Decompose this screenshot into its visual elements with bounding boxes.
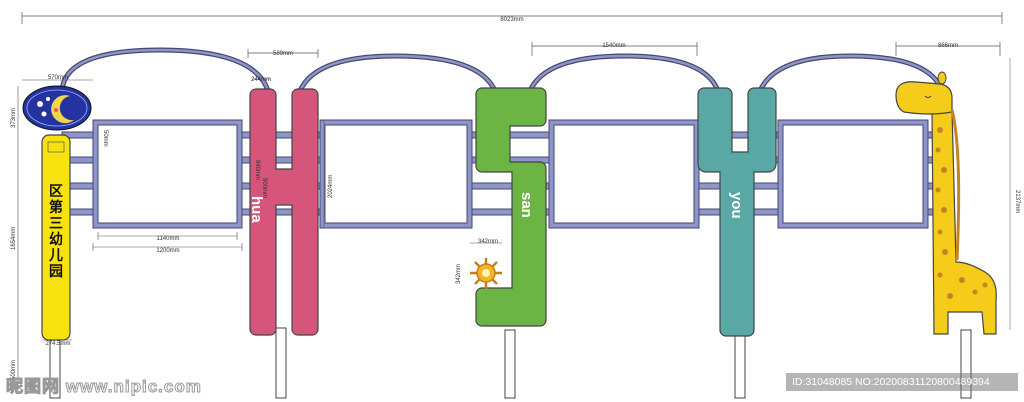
section-1540-label: 1540mm xyxy=(602,43,625,49)
letter-y-word: you xyxy=(728,192,745,219)
sun-height-label: 342mm xyxy=(456,264,462,284)
school-name-char-2: 第 xyxy=(49,199,63,215)
base-height-label: 500mm xyxy=(11,360,17,380)
letter-inner-height-label: 900mm xyxy=(261,178,267,198)
school-name-char-3: 三 xyxy=(49,215,63,231)
post-height-label: 1654mm xyxy=(11,227,17,250)
display-board-2 xyxy=(319,119,473,229)
letter-y-post: you xyxy=(697,87,777,399)
school-name-char-6: 园 xyxy=(49,263,63,279)
watermark-right: ID:31048085 NO:20200831120800489394 xyxy=(786,373,1018,391)
watermark-left: 昵图网 www.nipic.com xyxy=(6,377,202,397)
sun-decoration: 342mm 342mm xyxy=(456,239,502,289)
letter-h-post: hua 244mm 900mm 840mm xyxy=(248,77,319,399)
school-name-char-1: 区 xyxy=(49,183,63,199)
letter-s-word: san xyxy=(518,192,535,218)
sun-width-label: 342mm xyxy=(478,239,498,245)
sign-height-label: 373mm xyxy=(11,108,17,128)
section-866-dimension: 866mm xyxy=(895,42,1001,56)
post-bottom-label: 274.5mm xyxy=(45,341,70,347)
section-1540-dimension: 1540mm xyxy=(531,42,698,56)
section-866-label: 866mm xyxy=(938,43,958,49)
letter-s-post: san xyxy=(475,87,547,399)
school-logo xyxy=(22,85,92,131)
connecting-arches xyxy=(59,47,945,96)
board-outer-width-label: 1200mm xyxy=(156,248,179,254)
school-name-char-5: 儿 xyxy=(48,247,63,263)
display-board-3 xyxy=(548,119,700,229)
school-name-char-4: 幼 xyxy=(49,231,63,247)
total-width-label: 8023mm xyxy=(500,17,523,23)
section-589-dimension: 589mm xyxy=(247,49,319,58)
letter-h-word: hua xyxy=(248,196,265,223)
total-width-dimension: 8023mm xyxy=(21,12,1003,24)
left-dimensions: 570mm 373mm 1654mm 500mm 274.5mm xyxy=(11,75,93,390)
letter-spacing-label: 244mm xyxy=(251,77,271,83)
display-board-4 xyxy=(777,119,929,229)
board-height-label: 2024mm xyxy=(328,175,334,198)
giraffe-post: 2137mm xyxy=(895,58,1020,399)
letter-inner-height2-label: 840mm xyxy=(254,160,260,180)
left-signpost: 区 第 三 幼 儿 园 xyxy=(41,134,71,399)
display-board-1 xyxy=(92,119,243,229)
board-width-dimensions: 1140mm 1200mm 50mm 2024mm xyxy=(92,120,334,254)
board-inner-width-label: 1140mm xyxy=(157,236,180,242)
display-boards xyxy=(92,119,929,229)
sign-width-label: 570mm xyxy=(48,75,68,81)
section-589-label: 589mm xyxy=(273,51,293,57)
board-gap-label: 50mm xyxy=(102,130,108,147)
right-total-height-label: 2137mm xyxy=(1014,190,1020,213)
